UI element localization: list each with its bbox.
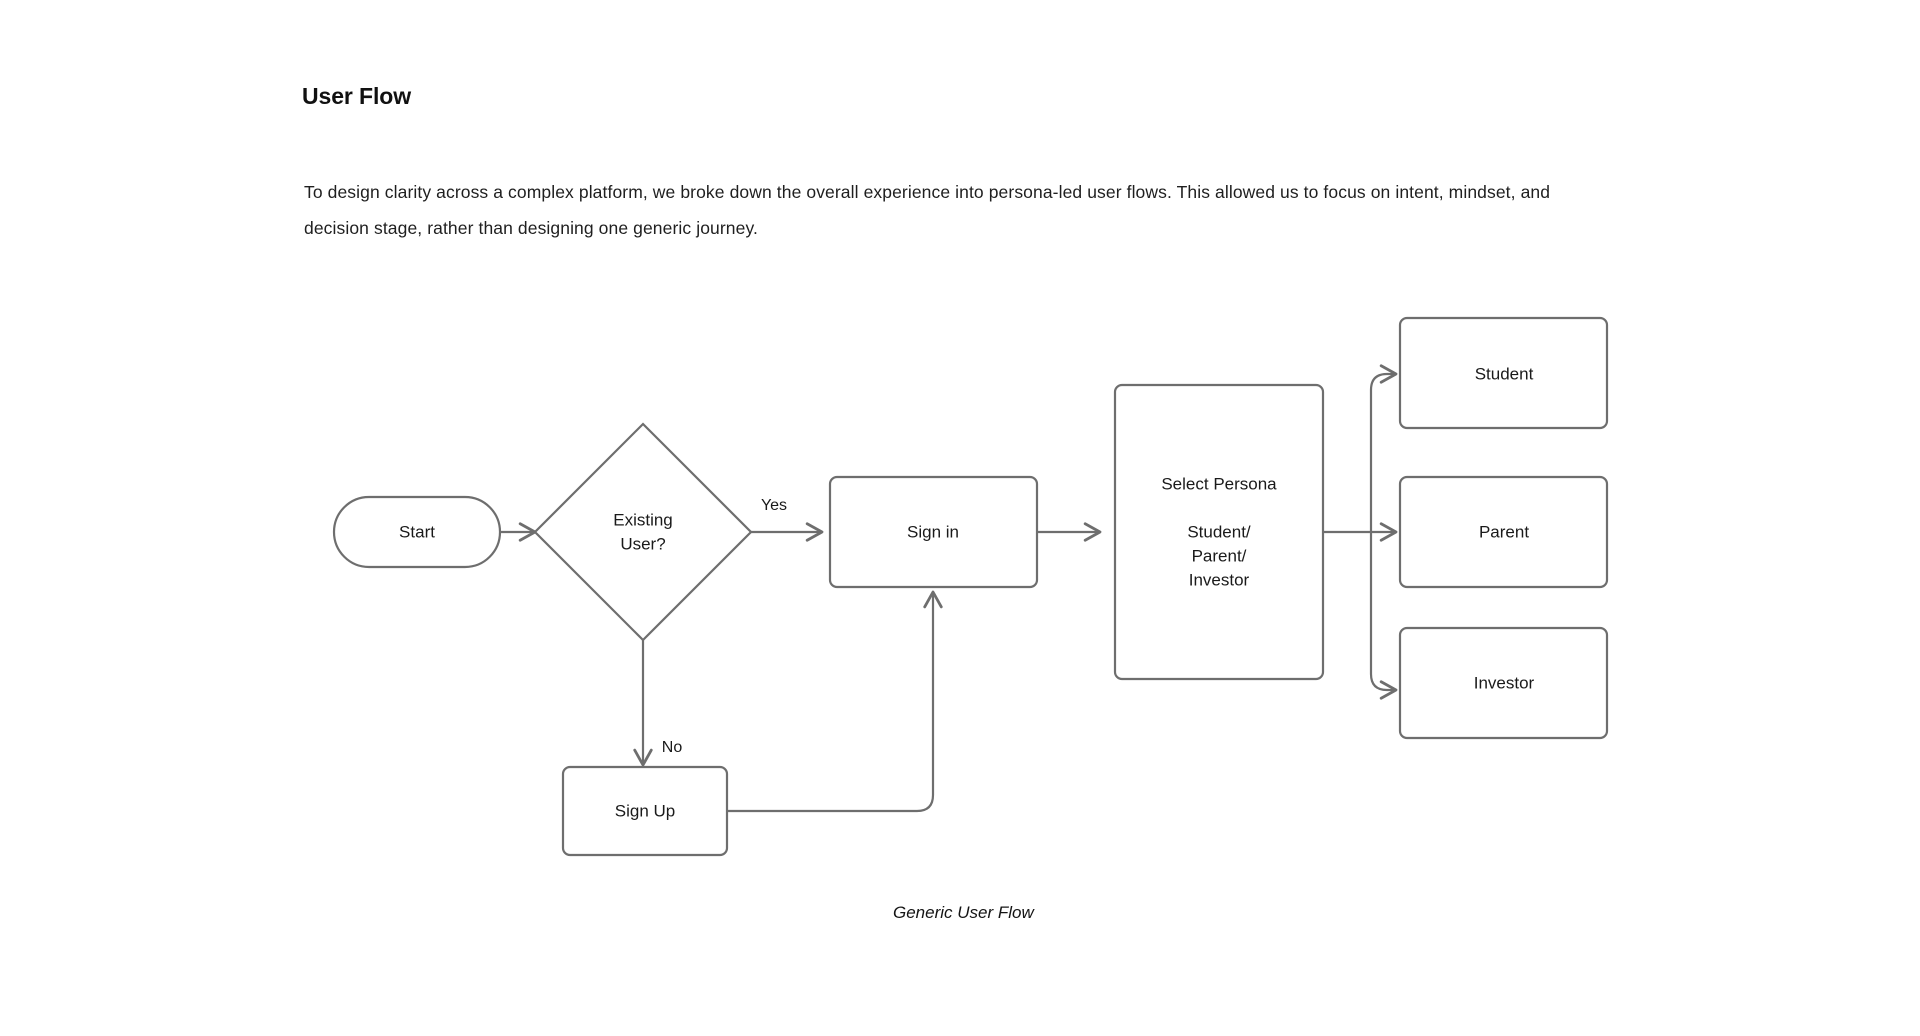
edge-select-persona-to-student [1369, 364, 1398, 532]
node-select-persona-label-line1: Select Persona [1161, 474, 1277, 493]
node-select-persona-label-line2: Student/ [1187, 522, 1251, 541]
node-sign-in[interactable] [828, 475, 1039, 589]
node-start-label: Start [399, 522, 435, 541]
node-student-label: Student [1475, 364, 1534, 383]
edge-sign-up-to-sign-in [727, 590, 943, 813]
edge-label-no: No [662, 739, 683, 756]
node-select-persona-label-line3: Parent/ [1192, 546, 1247, 565]
diagram-caption: Generic User Flow [893, 903, 1034, 922]
node-parent[interactable] [1398, 475, 1609, 589]
node-student[interactable] [1398, 316, 1609, 430]
node-existing-user-label-line1: Existing [613, 510, 673, 529]
node-parent-label: Parent [1479, 522, 1529, 541]
node-sign-up-label: Sign Up [615, 801, 675, 820]
node-start[interactable] [332, 495, 502, 569]
edge-label-yes: Yes [761, 497, 787, 514]
node-sign-in-label: Sign in [907, 522, 959, 541]
page-title: User Flow [302, 83, 412, 109]
node-sign-up[interactable] [561, 765, 729, 857]
node-investor[interactable] [1398, 626, 1609, 740]
edge-select-persona-to-investor [1369, 532, 1398, 700]
node-select-persona-label-line4: Investor [1189, 570, 1250, 589]
intro-paragraph: To design clarity across a complex platf… [304, 181, 1551, 238]
node-select-persona[interactable] [1113, 383, 1325, 681]
node-existing-user-label-line2: User? [620, 534, 665, 553]
node-investor-label: Investor [1474, 673, 1535, 692]
node-existing-user[interactable] [533, 422, 753, 642]
